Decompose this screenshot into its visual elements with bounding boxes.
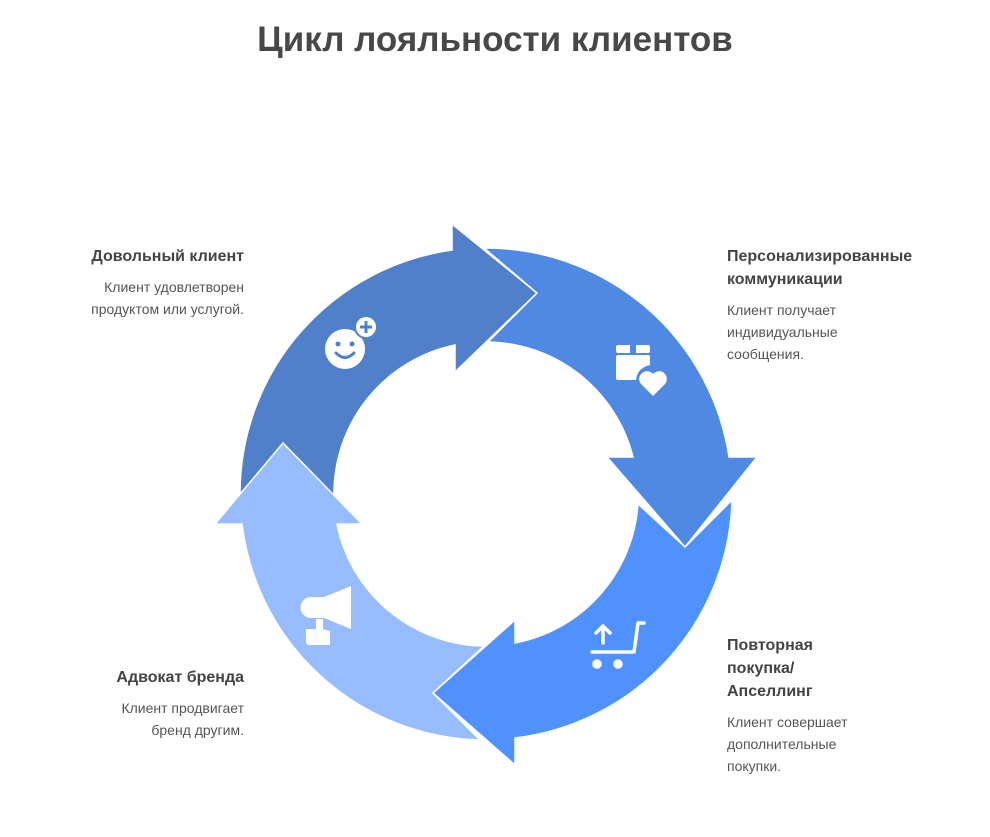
stage-personalized-communications: Персонализированные коммуникации Клиент … [727, 245, 967, 365]
stage-brand-advocate: Адвокат бренда Клиент продвигает бренд д… [74, 666, 244, 741]
stage-title: Персонализированные коммуникации [727, 248, 913, 288]
stage-description: Клиент совершает дополнительные покупки. [727, 714, 848, 774]
stage-title: Повторная покупка/ Апселлинг [727, 637, 813, 700]
stage-description: Клиент удовлетворен продуктом или услуго… [91, 279, 244, 317]
stage-title: Адвокат бренда [116, 669, 244, 686]
megaphone-icon [300, 586, 351, 645]
arrow-satisfied-customer [239, 222, 539, 495]
arrow-repeat-purchase [431, 498, 733, 767]
stage-satisfied-customer: Довольный клиент Клиент удовлетворен про… [74, 245, 244, 320]
stage-repeat-purchase: Повторная покупка/ Апселлинг Клиент сове… [727, 634, 877, 777]
gift-heart-icon [616, 343, 668, 397]
cart-upload-icon [590, 621, 646, 669]
arrow-personalized-communications [481, 247, 759, 549]
smiley-plus-icon [325, 315, 378, 369]
stage-description: Клиент продвигает бренд другим. [121, 700, 244, 738]
stage-description: Клиент получает индивидуальные сообщения… [727, 302, 838, 362]
diagram-title: Цикл лояльности клиентов [257, 20, 733, 59]
stage-title: Довольный клиент [91, 248, 244, 265]
